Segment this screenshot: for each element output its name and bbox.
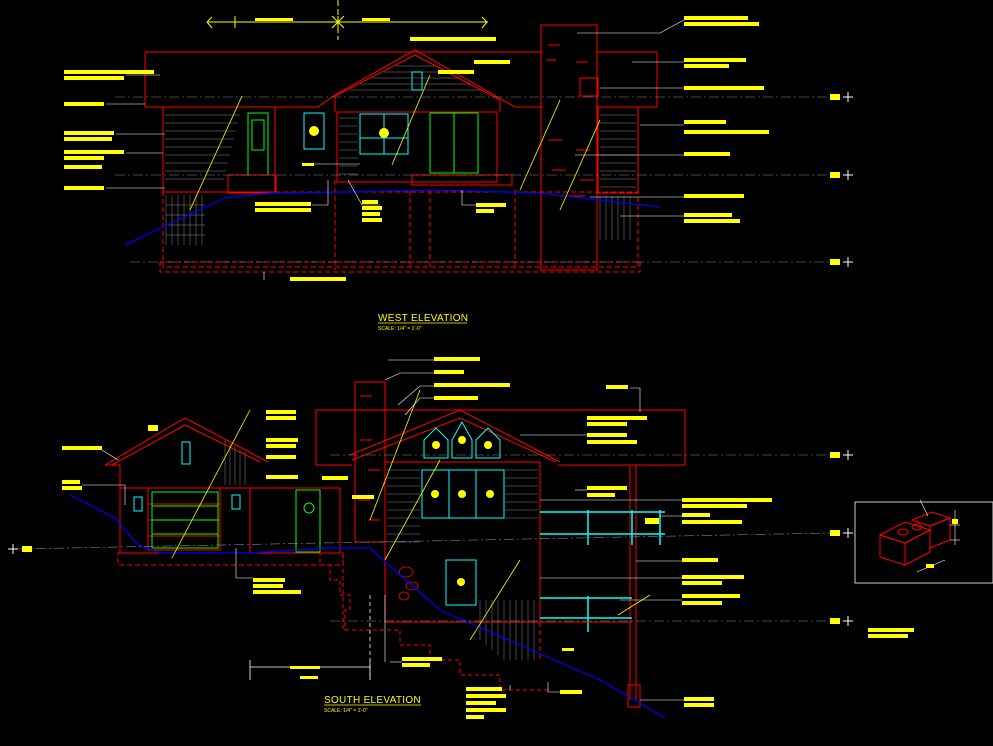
west-elevation-title: WEST ELEVATION bbox=[378, 313, 468, 324]
south-leader-lines bbox=[82, 359, 684, 701]
south-diagonal-marks bbox=[171, 389, 651, 641]
west-roof bbox=[144, 49, 658, 112]
south-level-markers bbox=[8, 450, 853, 626]
south-grade-line bbox=[69, 494, 666, 719]
south-garage-door bbox=[151, 489, 321, 553]
west-gable-vent-icon bbox=[411, 71, 423, 91]
south-siding-hatch bbox=[387, 469, 538, 660]
south-door-knob-tag bbox=[303, 502, 315, 514]
west-window-small-tag bbox=[309, 126, 319, 136]
south-garage bbox=[104, 417, 344, 566]
south-stepped-foundation bbox=[319, 552, 548, 691]
west-window-small bbox=[303, 112, 325, 150]
west-entry-door bbox=[247, 112, 269, 176]
south-roof bbox=[315, 409, 686, 466]
west-stair bbox=[227, 174, 277, 194]
south-level-lines bbox=[17, 454, 831, 622]
detail-inset bbox=[854, 499, 993, 584]
detail-frame bbox=[854, 501, 993, 584]
west-leader-lines bbox=[106, 19, 685, 280]
west-grade-line bbox=[124, 189, 661, 246]
west-level-lines bbox=[115, 96, 830, 263]
west-top-dimension bbox=[206, 15, 488, 30]
west-diagonal-marks bbox=[189, 74, 601, 211]
west-elevation-scale: SCALE: 1/4" = 1'-0" bbox=[378, 326, 422, 332]
west-callouts bbox=[64, 16, 769, 281]
south-garage-vent-icon bbox=[181, 441, 191, 465]
west-siding-hatch bbox=[165, 114, 636, 245]
south-rocks bbox=[398, 566, 419, 601]
south-deck-upper bbox=[540, 510, 665, 545]
detail-callout-1 bbox=[952, 519, 958, 524]
block-detail-icon bbox=[878, 511, 952, 566]
west-elevation bbox=[115, 0, 853, 273]
west-dim-label-2 bbox=[362, 18, 390, 21]
south-deck-lower bbox=[540, 596, 632, 632]
west-chimney bbox=[540, 24, 599, 271]
west-entry-door-glass bbox=[251, 119, 265, 151]
detail-callout-2 bbox=[926, 564, 934, 568]
west-walls bbox=[159, 106, 641, 273]
south-walls bbox=[384, 461, 641, 708]
west-dim-label-1 bbox=[255, 18, 293, 21]
detail-dimension bbox=[916, 499, 960, 573]
south-garage-small-window bbox=[133, 496, 143, 512]
west-window-pair-tag bbox=[379, 128, 389, 138]
south-chimney bbox=[354, 381, 386, 543]
west-level-markers bbox=[830, 92, 853, 267]
south-garage-roof-hatch bbox=[224, 440, 246, 485]
south-main-window-tags bbox=[431, 490, 494, 586]
south-garage-small-window-2 bbox=[231, 494, 241, 510]
south-main-windows bbox=[421, 469, 505, 606]
south-callouts bbox=[62, 357, 914, 719]
south-gable-window-tags bbox=[432, 436, 492, 449]
south-elevation-scale: SCALE: 1/4" = 1'-0" bbox=[324, 708, 368, 714]
south-elevation bbox=[8, 381, 853, 719]
south-elevation-title: SOUTH ELEVATION bbox=[324, 695, 421, 706]
